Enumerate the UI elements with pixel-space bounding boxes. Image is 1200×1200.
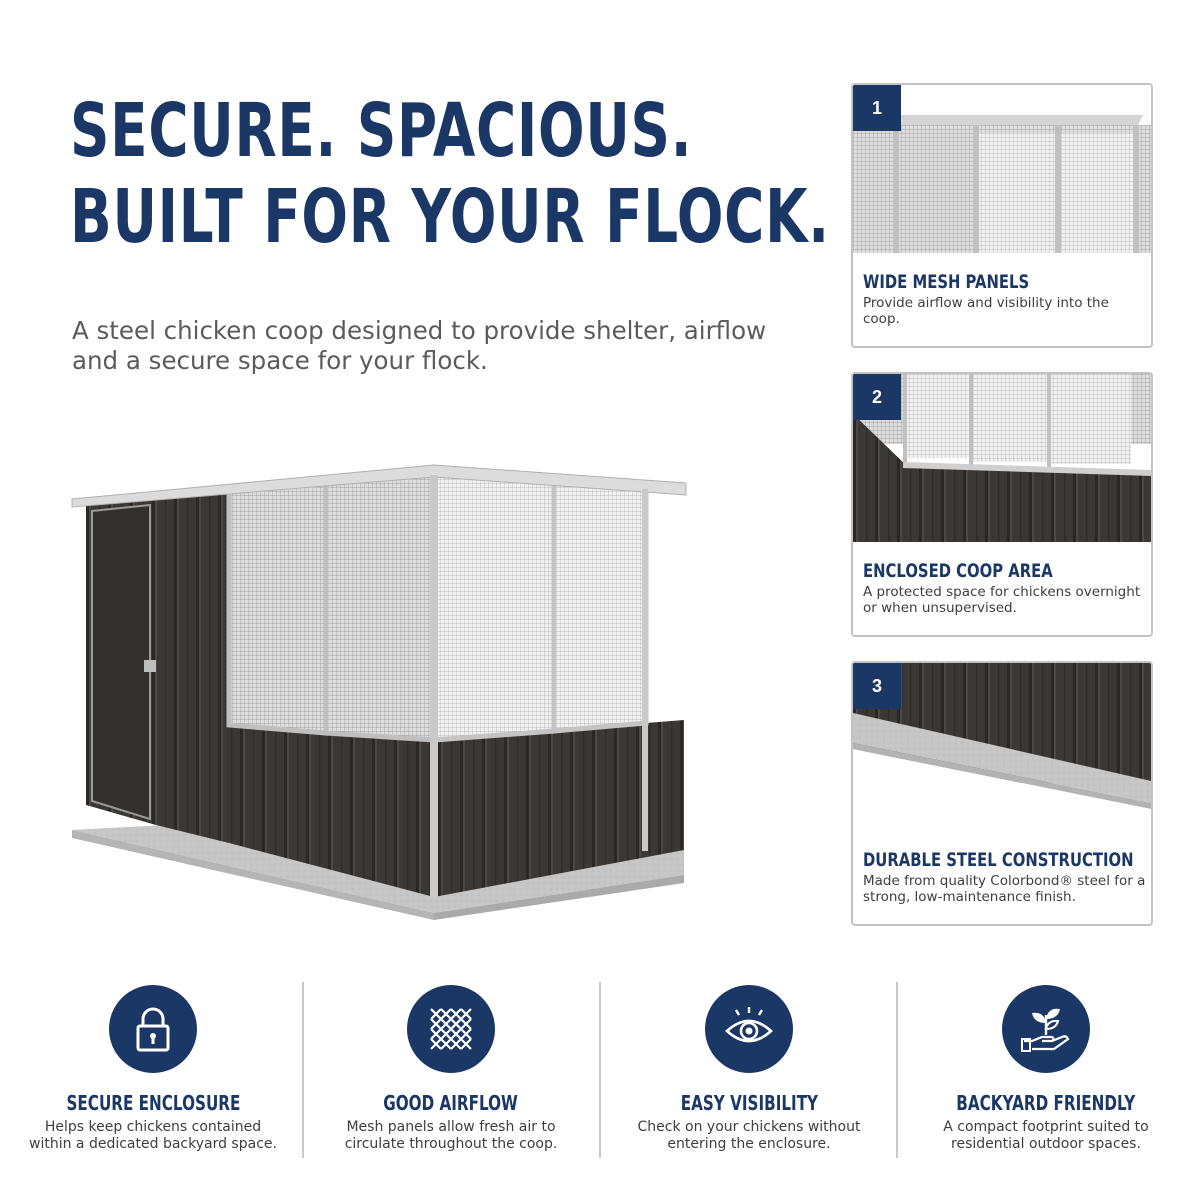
feature-good-airflow: GOOD AIRFLOW Mesh panels allow fresh air… bbox=[306, 985, 596, 1153]
card-description: A protected space for chickens overnight… bbox=[863, 584, 1141, 616]
divider bbox=[896, 982, 898, 1158]
headline-line-1: SECURE. SPACIOUS. bbox=[70, 88, 693, 174]
feature-description: Check on your chickens without entering … bbox=[637, 1119, 861, 1152]
card-description: Provide airflow and visibility into the … bbox=[863, 295, 1109, 327]
feature-description: Mesh panels allow fresh air to circulate… bbox=[344, 1119, 558, 1152]
card-description: Made from quality Colorbond® steel for a… bbox=[863, 873, 1146, 905]
card-number: 3 bbox=[853, 663, 901, 709]
headline: SECURE. SPACIOUS. BUILT FOR YOUR FLOCK. bbox=[70, 88, 840, 260]
subheading: A steel chicken coop designed to provide… bbox=[72, 316, 767, 375]
feature-card-1: 1 WIDE MESH PANELS Provide airflow and v… bbox=[851, 83, 1153, 348]
padlock-icon bbox=[109, 985, 197, 1073]
headline-line-2: BUILT FOR YOUR FLOCK. bbox=[70, 174, 830, 260]
card-title: ENCLOSED COOP AREA bbox=[863, 560, 1053, 582]
feature-title: EASY VISIBILITY bbox=[680, 1091, 818, 1115]
divider bbox=[599, 982, 601, 1158]
feature-easy-visibility: EASY VISIBILITY Check on your chickens w… bbox=[604, 985, 894, 1153]
feature-card-2: 2 ENCLOSED COOP AREA A protected space f… bbox=[851, 372, 1153, 637]
feature-backyard-friendly: BACKYARD FRIENDLY A compact footprint su… bbox=[901, 985, 1191, 1153]
mesh-panels-image bbox=[853, 85, 1151, 253]
feature-secure-enclosure: SECURE ENCLOSURE Helps keep chickens con… bbox=[8, 985, 298, 1153]
card-number: 1 bbox=[853, 85, 901, 131]
plant-hand-icon bbox=[1002, 985, 1090, 1073]
feature-description: Helps keep chickens contained within a d… bbox=[29, 1119, 277, 1152]
steel-construction-image bbox=[853, 663, 1151, 831]
card-number: 2 bbox=[853, 374, 901, 420]
feature-title: SECURE ENCLOSURE bbox=[66, 1091, 240, 1115]
feature-card-3: 3 DURABLE STEEL CONSTRUCTION Made from q… bbox=[851, 661, 1153, 926]
enclosed-coop-image bbox=[853, 374, 1151, 542]
card-title: DURABLE STEEL CONSTRUCTION bbox=[863, 849, 1134, 871]
divider bbox=[302, 982, 304, 1158]
feature-title: GOOD AIRFLOW bbox=[383, 1091, 519, 1115]
chicken-coop-image bbox=[71, 464, 687, 920]
card-title: WIDE MESH PANELS bbox=[863, 271, 1030, 293]
eye-icon bbox=[705, 985, 793, 1073]
feature-description: A compact footprint suited to residentia… bbox=[943, 1119, 1149, 1152]
mesh-icon bbox=[407, 985, 495, 1073]
feature-title: BACKYARD FRIENDLY bbox=[956, 1091, 1136, 1115]
